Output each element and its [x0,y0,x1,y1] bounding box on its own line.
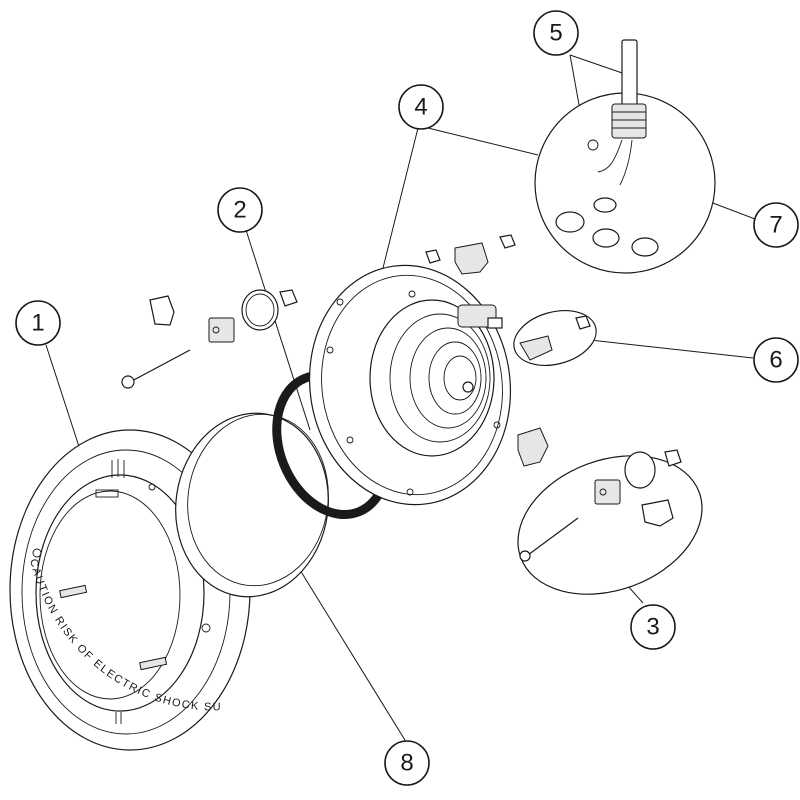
callout-4: 4 [398,84,444,130]
callout-8: 8 [384,740,430,786]
housing [308,234,549,506]
left-hardware [121,289,298,389]
leader-5b [569,54,581,111]
leader-2 [245,229,311,431]
leader-4 [379,127,419,281]
callouts: 1 2 3 4 5 6 7 8 [15,10,799,786]
leader-5a [569,54,629,76]
detail-oval-6 [513,310,597,366]
detail-circle-cable-gland [534,39,716,274]
leader-lines [45,54,764,746]
faceplate: CAUTION RISK OF ELECTRIC SHOCK SUBMERGE … [0,0,251,751]
housing-side-clamp [517,427,549,467]
svg-text:3: 3 [646,614,659,641]
leader-1 [45,344,85,463]
callout-6: 6 [753,337,799,383]
callout-3: 3 [630,604,676,650]
detail-oval-3 [517,449,703,595]
leader-7 [704,199,764,223]
callout-5: 5 [533,10,579,56]
callout-7: 7 [753,202,799,248]
housing-bolt-holes [326,290,501,496]
housing-top-clamp [425,234,516,275]
faceplate-screws [59,584,168,671]
svg-text:4: 4 [414,94,427,121]
leader-4b [427,127,539,156]
svg-text:8: 8 [400,750,413,777]
svg-text:6: 6 [769,347,782,374]
callout-1: 1 [15,300,61,346]
callout-2: 2 [217,187,263,233]
leader-8 [299,569,409,746]
svg-text:7: 7 [769,212,782,239]
svg-text:5: 5 [549,20,562,47]
vent-slots [111,459,125,724]
svg-text:2: 2 [233,197,246,224]
leader-6 [589,339,754,359]
svg-text:1: 1 [31,310,44,337]
